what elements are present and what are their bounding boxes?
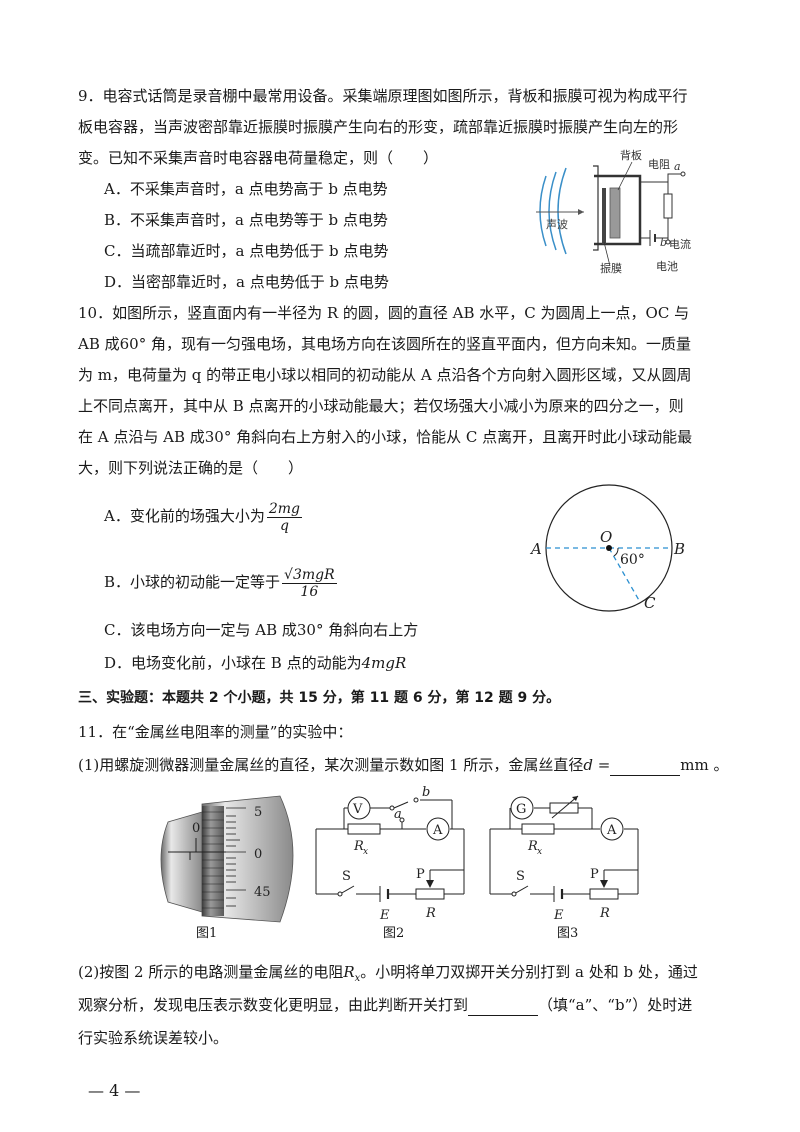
label-R: R <box>425 906 436 921</box>
label-G: G <box>516 802 526 817</box>
center-point <box>606 545 612 551</box>
label-angle: 60° <box>620 552 645 568</box>
micrometer-knurl <box>202 806 224 916</box>
fig2-caption: 图2 <box>383 926 405 941</box>
label-resistor: 电阻 <box>648 158 670 171</box>
sound-wave-arc <box>557 167 567 255</box>
label-S: S <box>342 869 351 884</box>
label-current: 电流 <box>669 237 691 251</box>
label-B: B <box>673 540 685 558</box>
q9-option-b: B．不采集声音时，a 点电势等于 b 点电势 <box>104 211 388 229</box>
q9-option-c: C．当疏部靠近时，a 点电势低于 b 点电势 <box>104 242 389 260</box>
radius-oc <box>608 547 641 603</box>
label-E: E <box>553 908 564 923</box>
fig3-caption: 图3 <box>557 926 579 941</box>
fig2-circuit: V b a R x A S E P R <box>315 785 465 923</box>
q11-intro: 11．在“金属丝电阻率的测量”的实验中： <box>78 723 353 741</box>
q10-circle-figure: A B O C 60° <box>529 484 685 612</box>
answer-blank-switch[interactable] <box>468 995 539 1016</box>
q9-option-a: A．不采集声音时，a 点电势高于 b 点电势 <box>104 180 388 198</box>
q11-part2-line1: (2)按图 2 所示的电路测量金属丝的电阻Rx。小明将单刀双掷开关分别打到 a … <box>78 963 698 984</box>
membrane <box>602 188 606 244</box>
label-a: a <box>674 160 681 173</box>
q9-line1: 9．电容式话筒是录音棚中最常用设备。采集端原理图如图所示，背板和振膜可视为构成平… <box>78 87 688 105</box>
q10-line1: 10．如图所示，竖直面内有一半径为 R 的圆，圆的直径 AB 水平，C 为圆周上… <box>78 304 690 322</box>
resistor-rx <box>347 823 381 835</box>
label-O: O <box>600 528 612 546</box>
label-P: P <box>416 867 425 882</box>
q10-line5: 在 A 点沿与 AB 成30° 角斜向右上方射入的小球，恰能从 C 点离开，且离… <box>78 428 693 446</box>
q9-line3: 变。已知不采集声音时电容器电荷量稳定，则（ ） <box>78 149 439 167</box>
label-backplate: 背板 <box>620 148 642 162</box>
label-E: E <box>379 908 390 923</box>
resistor-rx <box>521 823 555 835</box>
answer-blank-d[interactable] <box>610 755 681 776</box>
label-membrane: 振膜 <box>600 261 622 275</box>
q10-option-d: D．电场变化前，小球在 B 点的动能为4mgR <box>104 654 407 672</box>
label-a: a <box>394 807 402 822</box>
label-Rx: R <box>527 839 538 854</box>
label-C: C <box>644 594 656 612</box>
main-scale-0: 0 <box>192 821 200 836</box>
micrometer-thimble <box>201 795 294 923</box>
section3-title: 三、实验题：本题共 2 个小题，共 15 分，第 11 题 6 分，第 12 题… <box>78 690 561 706</box>
fig1-caption: 图1 <box>196 926 218 941</box>
label-P: P <box>590 867 599 882</box>
rheostat <box>589 888 619 900</box>
q9-option-d: D．当密部靠近时，a 点电势低于 b 点电势 <box>104 273 389 291</box>
ammeter <box>600 817 624 841</box>
housing-left <box>593 165 599 251</box>
q10-line4: 上不同点离开，其中从 B 点离开的小球动能最大；若仅场强大小减小为原来的四分之一… <box>78 397 684 415</box>
label-b: b <box>422 785 430 800</box>
svg-text:x: x <box>363 847 368 857</box>
q11-part1: (1)用螺旋测微器测量金属丝的直径，某次测量示数如图 1 所示，金属丝直径d =… <box>78 755 729 776</box>
q9-line2: 板电容器，当声波密部靠近振膜时振膜产生向右的形变，疏部靠近振膜时振膜产生向左的形 <box>78 118 679 136</box>
q10-option-c: C．该电场方向一定与 AB 成30° 角斜向右上方 <box>104 621 419 639</box>
sound-arrow-head <box>578 209 584 215</box>
tick-label-0: 0 <box>254 847 262 862</box>
sound-wave-arc <box>548 171 557 251</box>
tick-label-45: 45 <box>254 885 271 900</box>
q9-microphone-figure: 声波 背板 电阻 振膜 a b 电流 电池 <box>536 148 691 275</box>
micrometer-sleeve <box>160 811 203 913</box>
voltmeter <box>347 796 371 820</box>
label-A: A <box>529 540 542 558</box>
terminal-a <box>680 171 686 177</box>
q10-line6: 大，则下列说法正确的是（ ） <box>78 459 304 477</box>
label-b: b <box>660 236 667 249</box>
label-S: S <box>516 869 525 884</box>
label-R: R <box>599 906 610 921</box>
svg-text:x: x <box>537 847 542 857</box>
label-sound: 声波 <box>546 217 568 231</box>
fig3-circuit: G R x A S E P R <box>489 795 639 923</box>
label-A: A <box>432 823 443 838</box>
ammeter <box>426 817 450 841</box>
tick-label-5: 5 <box>254 805 262 820</box>
galvanometer <box>510 796 534 820</box>
backplate <box>609 187 621 239</box>
q11-part2-line2: 观察分析，发现电压表示数变化更明显，由此判断开关打到 （填“a”、“b”）处时进 <box>78 995 693 1016</box>
q11-part2-line3: 行实验系统误差较小。 <box>78 1029 229 1047</box>
angle-arc <box>613 547 619 557</box>
label-battery: 电池 <box>656 260 678 273</box>
label-Rx: R <box>353 839 364 854</box>
housing-frame <box>594 174 642 246</box>
sound-wave-arc <box>539 175 547 247</box>
terminal-b <box>665 239 671 245</box>
label-A: A <box>606 823 617 838</box>
q10-line3: 为 m，电荷量为 q 的带正电小球以相同的初动能从 A 点沿各个方向射入圆形区域… <box>78 366 692 384</box>
q10-line2: AB 成60° 角，现有一匀强电场，其电场方向在该圆所在的竖直平面内，但方向未知… <box>78 335 691 353</box>
rheostat <box>415 888 445 900</box>
fig1-micrometer: 5 0 45 0 <box>160 795 294 923</box>
label-V: V <box>352 802 363 817</box>
page-number: — 4 — <box>88 1081 141 1100</box>
resistor <box>663 193 673 219</box>
